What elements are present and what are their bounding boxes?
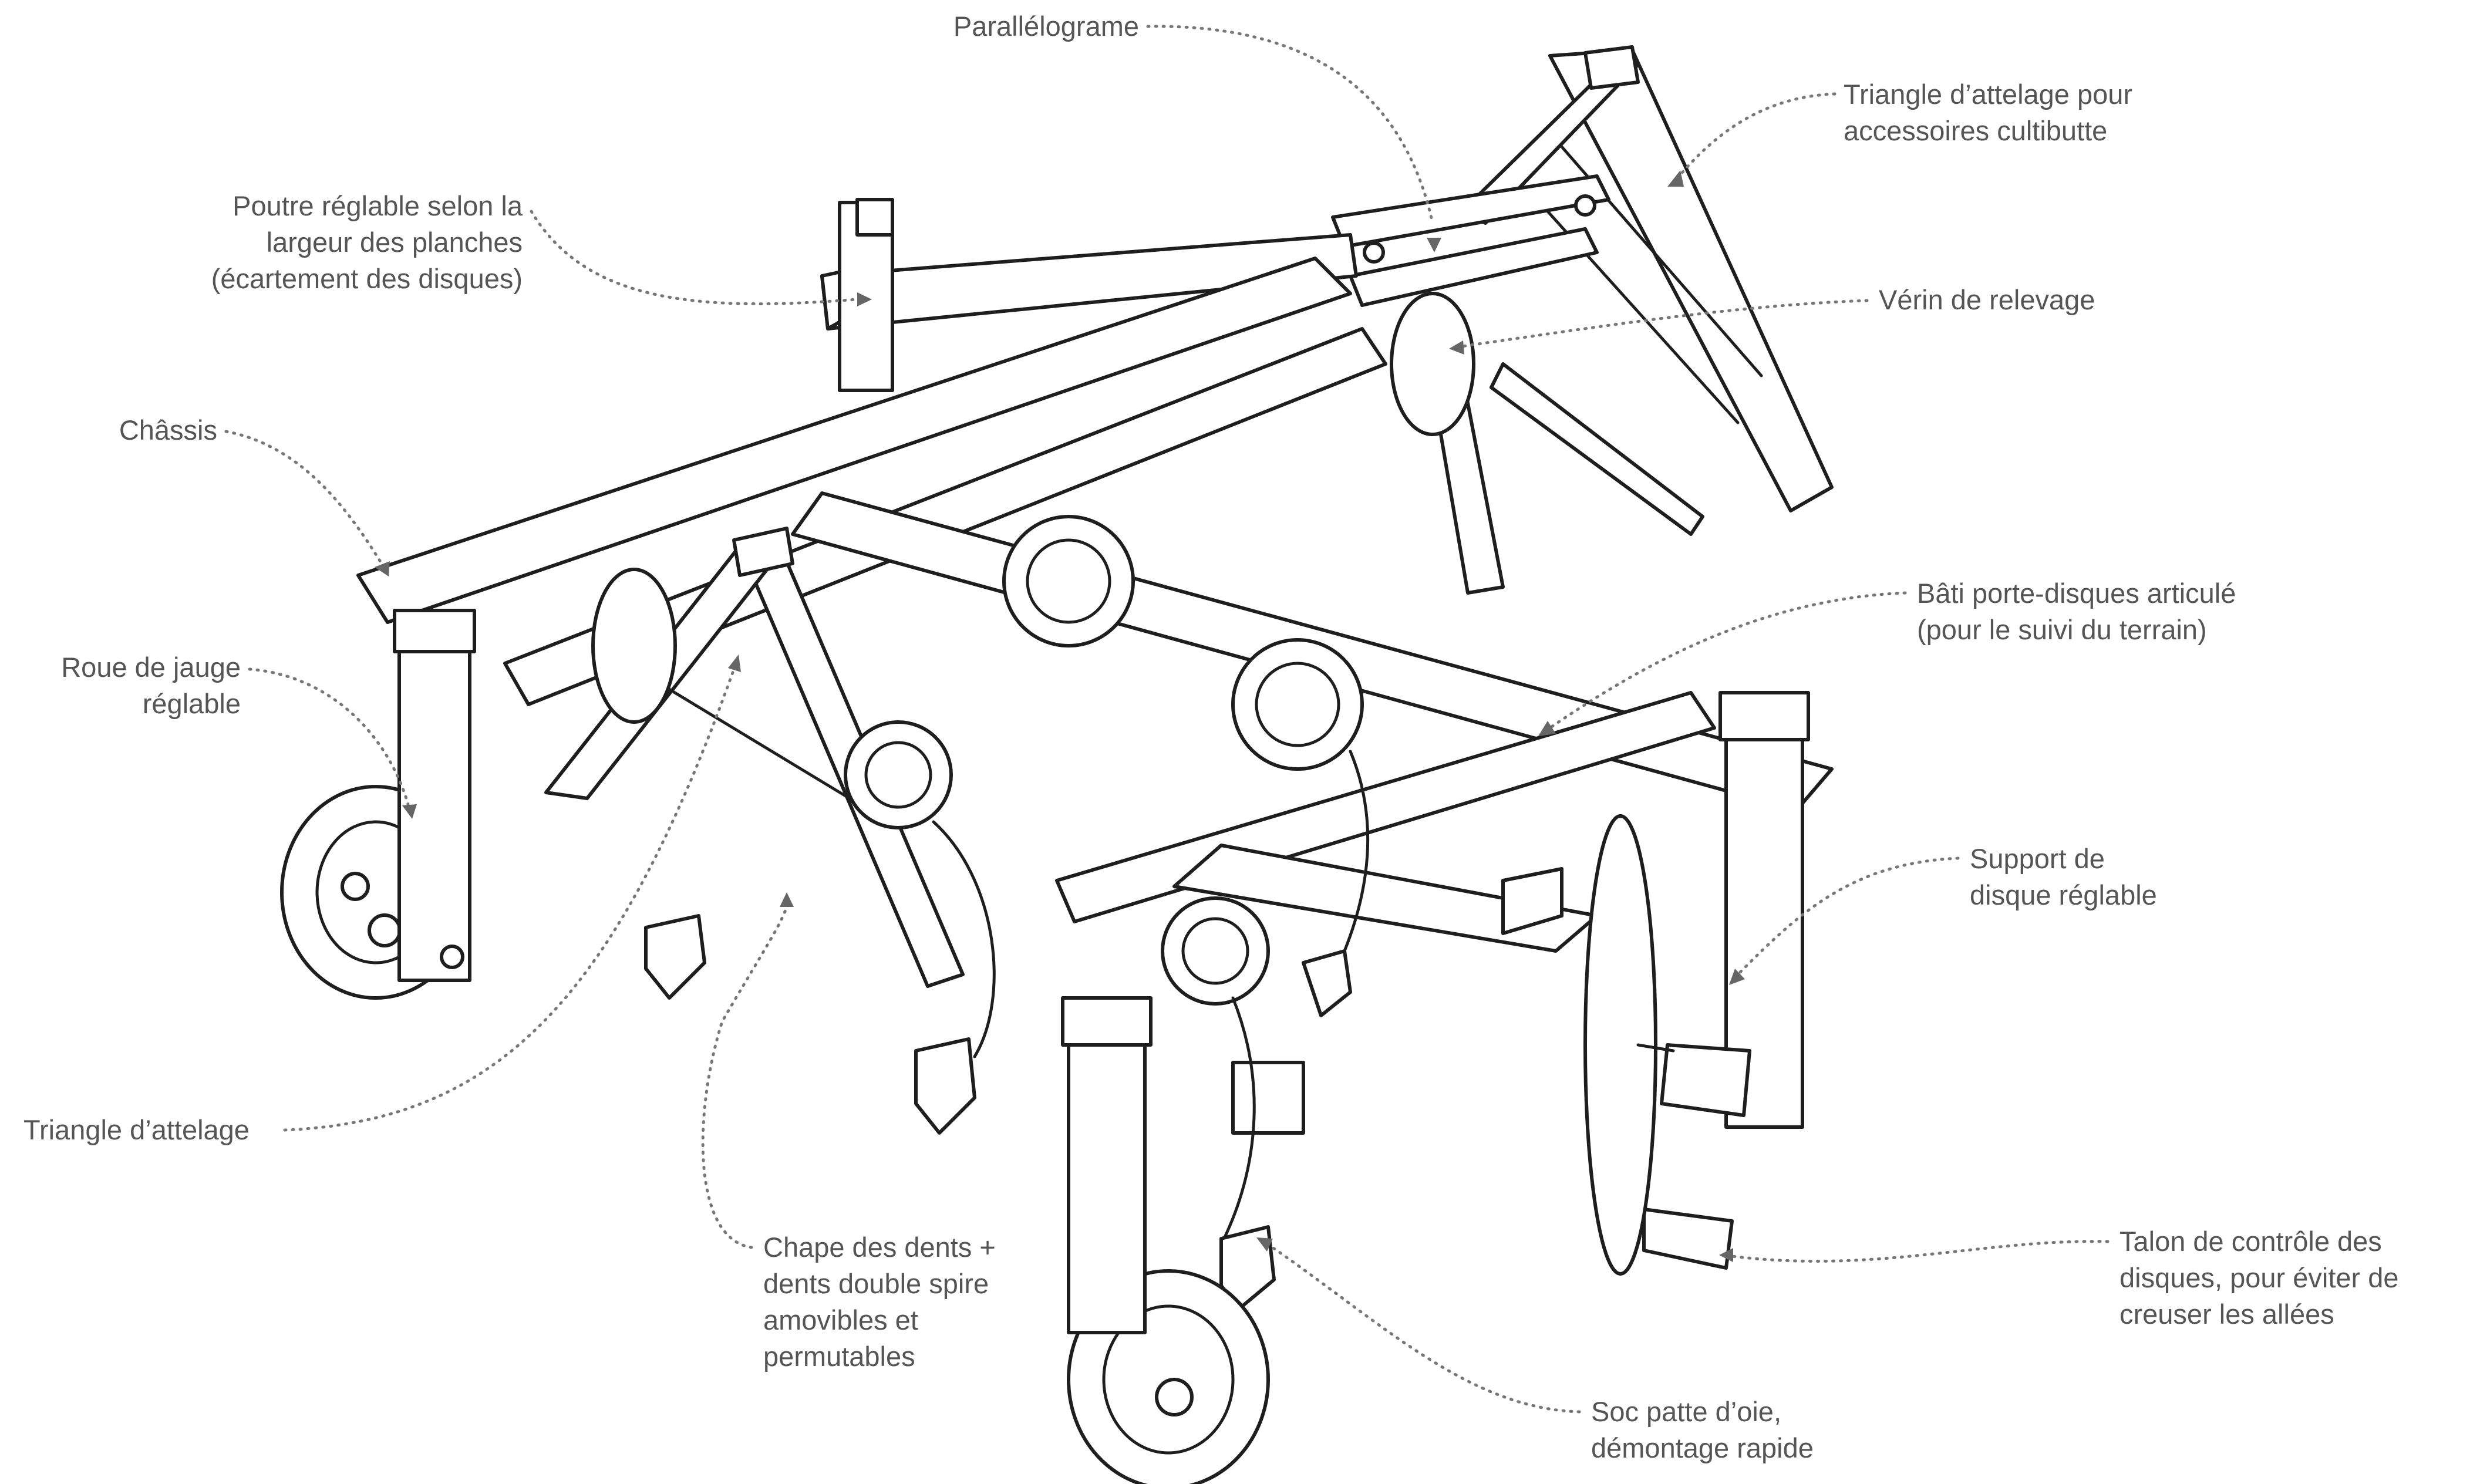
label-cultibutte-hitch: Triangle d’attelage pour accessoires cult… [1844,76,2132,149]
disc-support-assembly [1583,691,1810,1276]
label-line: (pour le suivi du terrain) [1917,614,2207,645]
label-line: Parallélograme [953,11,1139,42]
adjustable-beam [820,198,1358,392]
leader-tine-clevis [701,902,788,1249]
label-line: creuser les allées [2119,1298,2334,1330]
leader-arrow-support [1729,969,1745,985]
leader-lift-cylinder [1460,299,1869,348]
label-line: Châssis [119,414,217,446]
cultibutte-hitch-triangle [1460,45,1834,512]
label-line: disque réglable [1970,879,2157,910]
leader-arrow-gauge [402,804,417,819]
leader-hitch-triangle [283,667,736,1132]
front-gauge-wheel [1061,996,1270,1484]
label-line: largeur des planches [266,227,523,258]
sweep-shares [644,914,1352,1311]
label-line: amovibles et [763,1304,918,1335]
parallelogram-links [1331,174,1610,307]
label-disc-support: Support de disque réglable [1970,841,2157,913]
label-line: disques, pour éviter de [2119,1262,2399,1293]
leader-arrow-chassis [375,561,390,576]
leader-arrow-beam [857,292,872,306]
leader-arrow-heel [1719,1248,1733,1262]
leader-chassis [224,430,383,565]
label-tine-clevis: Chape des dents + dents double spire amovi… [763,1229,996,1375]
label-hitch-triangle: Triangle d’attelage [23,1112,250,1148]
label-line: accessoires cultibutte [1844,115,2108,146]
leader-beam [530,210,859,306]
label-line: Bâti porte-disques articulé [1917,578,2236,609]
leader-disc-support [1736,856,1960,976]
label-line: Chape des dents + [763,1232,996,1263]
label-line: Triangle d’attelage [23,1114,250,1145]
leader-arrow-tine [780,892,794,907]
label-line: Roue de jauge [61,652,241,683]
label-line: réglable [142,688,241,719]
label-line: Soc patte d’oie, [1591,1396,1781,1427]
leader-parallelogram [1146,25,1434,225]
label-line: Poutre réglable selon la [232,190,523,221]
label-disc-frame: Bâti porte-disques articulé (pour le suiv… [1917,575,2236,648]
leader-lines [224,25,2110,1414]
label-chassis: Châssis [35,412,217,448]
leader-gauge-wheel [248,667,410,806]
label-line: Triangle d’attelage pour [1844,79,2133,110]
leader-sweep-share [1266,1243,1581,1414]
label-line: Talon de contrôle des [2119,1226,2382,1257]
label-line: Vérin de relevage [1879,284,2095,315]
lift-cylinder [1390,292,1704,595]
leader-cultibutte [1677,92,1837,178]
leader-arrow-frame [1538,721,1556,736]
label-line: démontage rapide [1591,1432,1814,1463]
leader-arrow-lift [1449,340,1464,355]
label-line: (écartement des disques) [211,263,523,294]
leader-arrow-hitch [728,655,741,672]
leader-arrow-parallelogram [1427,238,1441,252]
label-sweep-share: Soc patte d’oie, démontage rapide [1591,1394,1814,1466]
label-line: Support de [1970,843,2105,874]
label-adjustable-beam: Poutre réglable selon la largeur des plan… [112,188,523,297]
leader-disc-frame [1548,591,1907,730]
leader-arrow-share [1256,1237,1273,1252]
label-parallelogram: Parallélograme [881,8,1139,45]
label-lift-cylinder: Vérin de relevage [1879,282,2095,318]
leader-control-heel [1730,1240,2110,1263]
label-control-heel: Talon de contrôle des disques, pour évite… [2119,1223,2399,1333]
double-spire-tines [591,515,1370,1246]
left-gauge-wheel [280,609,476,1000]
leader-arrow-cultibutte [1667,170,1684,187]
label-gauge-wheel: Roue de jauge réglable [18,649,241,722]
label-line: dents double spire [763,1268,989,1299]
label-line: permutables [763,1341,915,1372]
